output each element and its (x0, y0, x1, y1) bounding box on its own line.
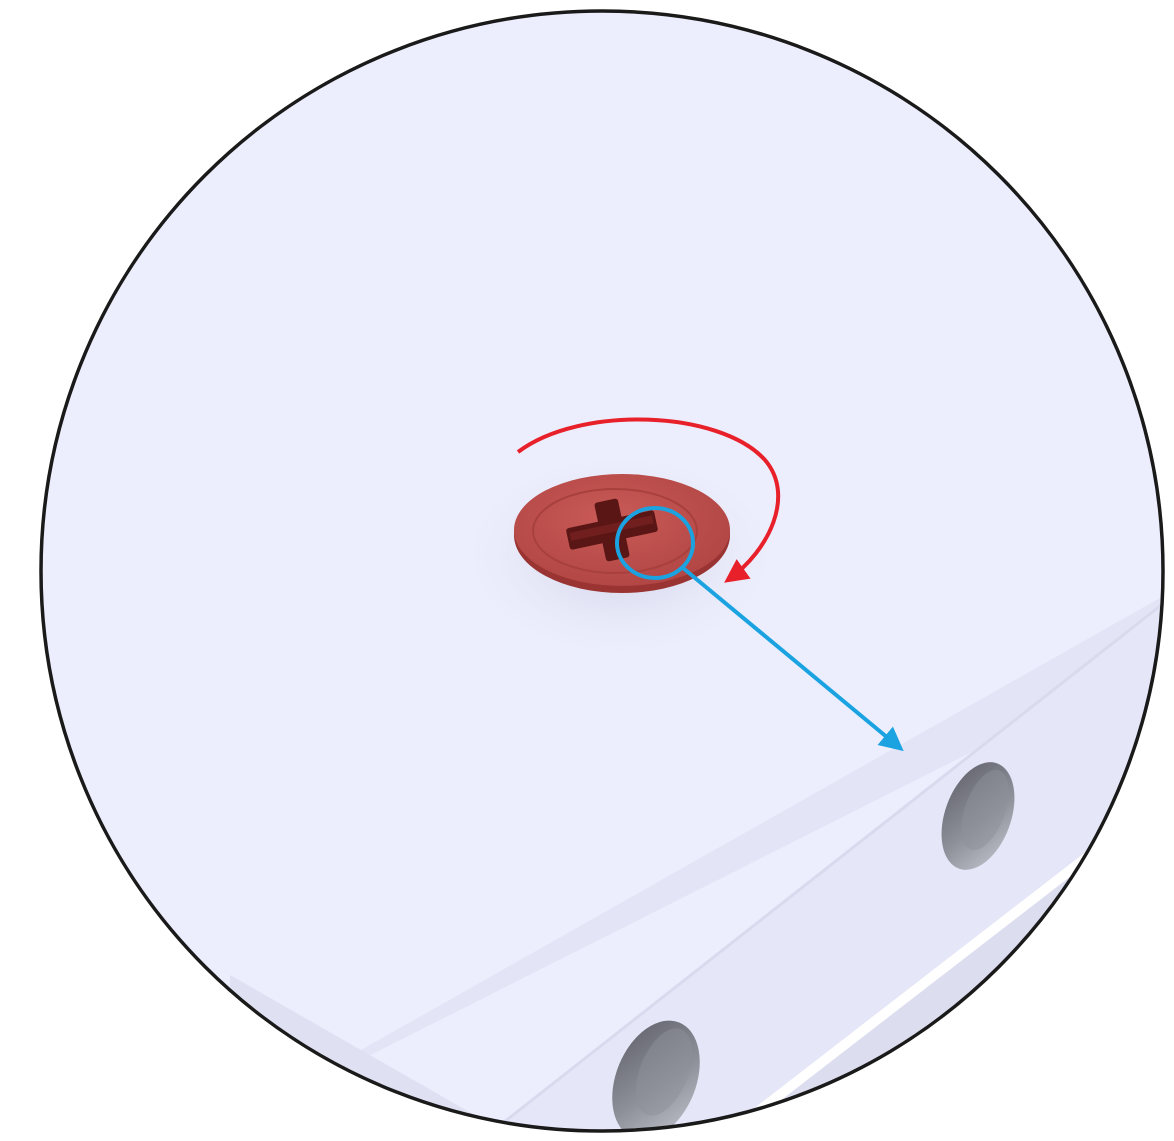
highlight-ring-icon (615, 506, 695, 580)
drill-hole-upper (941, 762, 1015, 870)
board-side-face (200, 590, 1163, 1131)
detail-circle-outline (39, 9, 1165, 1133)
detail-content (200, 590, 1163, 1131)
drill-hole-lower (612, 1020, 700, 1131)
board-edge-line (479, 593, 1163, 1131)
phillips-screw-head-icon (514, 474, 730, 593)
clockwise-rotation-arrow-icon (516, 417, 781, 583)
direction-arrow-icon (681, 566, 904, 752)
